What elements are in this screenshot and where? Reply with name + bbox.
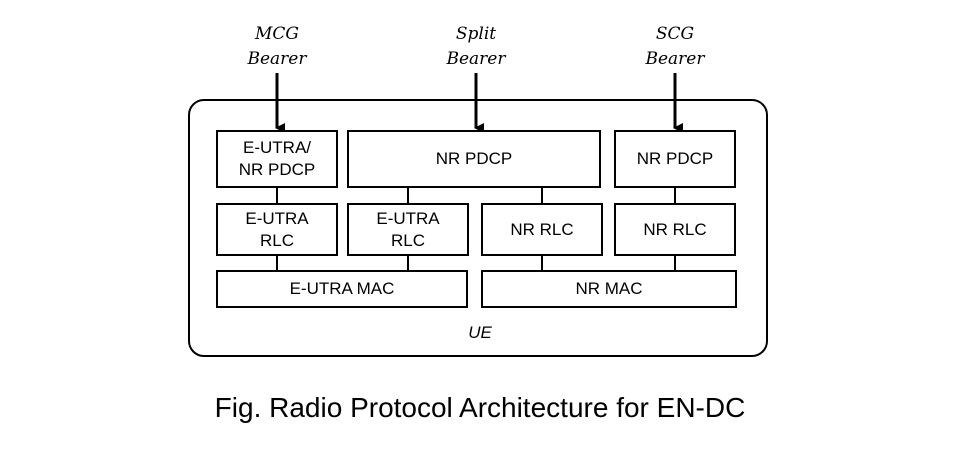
mcg-pdcp-block: E-UTRA/ NR PDCP <box>216 130 338 188</box>
split-pdcp-block: NR PDCP <box>347 130 601 188</box>
scg-pdcp-block: NR PDCP <box>614 130 736 188</box>
eutra-mac-block: E-UTRA MAC <box>216 270 468 308</box>
nr-mac-block: NR MAC <box>481 270 737 308</box>
ue-frame <box>188 99 768 357</box>
split-bearer-label: Split Bearer <box>446 24 506 69</box>
scg-rlc-block: NR RLC <box>614 203 736 256</box>
figure-caption: Fig. Radio Protocol Architecture for EN-… <box>214 392 746 423</box>
scg-bearer-label: SCG Bearer <box>645 24 705 69</box>
split-eutra-rlc-block: E-UTRA RLC <box>347 203 469 256</box>
split-nr-rlc-block: NR RLC <box>481 203 603 256</box>
mcg-rlc-block: E-UTRA RLC <box>216 203 338 256</box>
mcg-bearer-label: MCG Bearer <box>247 24 307 69</box>
ue-label: UE <box>468 323 492 342</box>
